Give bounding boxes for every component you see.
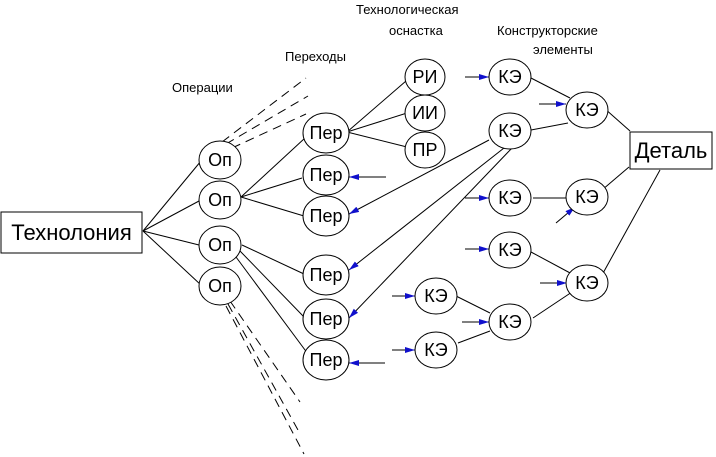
element-node: КЭ — [488, 231, 532, 269]
element-label: КЭ — [575, 100, 598, 120]
transition-node: Пер — [302, 112, 350, 154]
tool-label-pr: ПР — [413, 140, 438, 160]
transition-label: Пер — [310, 350, 343, 370]
connector-lines — [142, 76, 661, 455]
arrow — [348, 147, 513, 319]
detail-label: Деталь — [635, 138, 708, 163]
element-label: КЭ — [498, 312, 521, 332]
header-design-line2: элементы — [533, 42, 593, 57]
header-design-line1: Конструкторские — [497, 23, 598, 38]
element-node: КЭ — [565, 264, 609, 302]
element-node: КЭ — [565, 178, 609, 216]
operation-label: Оп — [208, 150, 232, 170]
tool-node-pr: ПР — [404, 131, 446, 169]
transition-label: Пер — [310, 206, 343, 226]
element-node: КЭ — [488, 179, 532, 217]
element-node: КЭ — [565, 91, 609, 129]
operation-node: Оп — [198, 225, 242, 265]
technology-label: Технолония — [11, 220, 132, 245]
element-label: КЭ — [498, 121, 521, 141]
transition-label: Пер — [310, 309, 343, 329]
arrows — [348, 74, 576, 366]
element-label: КЭ — [498, 240, 521, 260]
header-transitions: Переходы — [285, 49, 346, 64]
technology-node: Технолония — [0, 211, 143, 254]
element-label: КЭ — [424, 340, 447, 360]
header-tooling-line2: оснастка — [389, 23, 444, 38]
element-node: КЭ — [488, 303, 532, 341]
operation-label: Оп — [208, 190, 232, 210]
element-node: КЭ — [414, 331, 458, 369]
element-label: КЭ — [575, 273, 598, 293]
operation-node: Оп — [198, 180, 242, 220]
transition-label: Пер — [310, 123, 343, 143]
element-node: КЭ — [488, 112, 532, 150]
element-node: КЭ — [414, 277, 458, 315]
operation-label: Оп — [208, 276, 232, 296]
transition-label: Пер — [310, 265, 343, 285]
element-label: КЭ — [424, 286, 447, 306]
header-tooling-line1: Технологическая — [356, 2, 459, 17]
transition-label: Пер — [310, 165, 343, 185]
transition-node: Пер — [302, 339, 350, 381]
arrow — [348, 139, 490, 215]
element-label: КЭ — [575, 187, 598, 207]
element-label: КЭ — [498, 188, 521, 208]
element-node: КЭ — [488, 58, 532, 96]
header-operations: Операции — [172, 80, 233, 95]
transition-node: Пер — [302, 254, 350, 296]
tool-node-ii: ИИ — [404, 94, 446, 132]
tool-node-ri: РИ — [404, 58, 446, 96]
operation-node: Оп — [198, 140, 242, 180]
tool-label-ri: РИ — [413, 67, 438, 87]
transition-node: Пер — [302, 154, 350, 196]
element-label: КЭ — [498, 67, 521, 87]
operation-label: Оп — [208, 235, 232, 255]
detail-node: Деталь — [629, 131, 713, 170]
tool-label-ii: ИИ — [412, 103, 438, 123]
transition-node: Пер — [302, 195, 350, 237]
arrow — [348, 147, 505, 271]
transition-node: Пер — [302, 298, 350, 340]
operation-node: Оп — [198, 266, 242, 306]
